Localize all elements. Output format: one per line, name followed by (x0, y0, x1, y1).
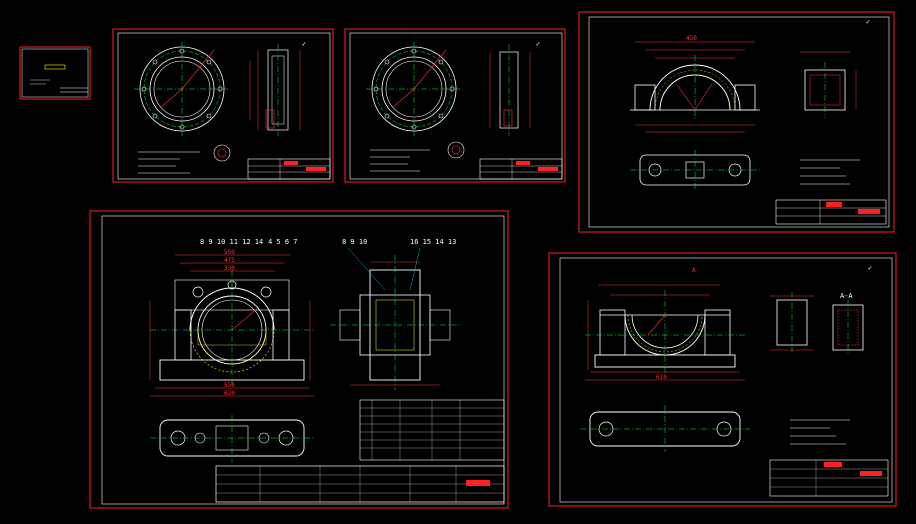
section-mark-top: A (692, 267, 696, 274)
base-top-view (580, 405, 750, 452)
cap-front-view: 450 (630, 35, 760, 133)
sheet-frame (344, 28, 566, 183)
sheet-assembly[interactable]: 8 9 10 11 12 14 4 5 6 7 8 9 10 16 15 14 … (89, 210, 509, 509)
dim-inner: 330 (224, 265, 235, 272)
svg-text:✓: ✓ (536, 40, 540, 48)
title-block (215, 465, 505, 503)
ring-front-view (366, 42, 462, 136)
svg-text:✓: ✓ (866, 18, 870, 26)
cap-top-view (630, 150, 760, 190)
thumbnail-frame (19, 46, 91, 100)
notes-block (790, 419, 850, 445)
sheet-bearing-base[interactable]: A 610 A-A (548, 252, 897, 507)
assembly-front-view: 550 475 330 550 620 (149, 249, 314, 397)
sheet-bearing-cap[interactable]: 450 (578, 11, 895, 233)
dim-bottom-1: 550 (224, 382, 235, 389)
base-front-view: 610 (585, 284, 745, 381)
sheet-thumbnail[interactable] (19, 46, 91, 100)
sheet-frame (578, 11, 895, 233)
cap-side-view (800, 51, 857, 118)
section-label: A-A (840, 292, 853, 300)
dim-mid: 475 (224, 257, 235, 264)
dim-bottom-2: 620 (224, 390, 235, 397)
notes-block (800, 159, 860, 185)
svg-text:✓: ✓ (302, 40, 306, 48)
dim-outer: 550 (224, 249, 235, 256)
dim-bottom: 610 (656, 374, 667, 381)
title-block (247, 158, 331, 180)
sheet-ring-2[interactable]: ✓ (344, 28, 566, 183)
balloons-side-left: 8 9 10 (342, 238, 367, 246)
balloons-left: 8 9 10 11 12 14 (200, 238, 263, 246)
base-section-view: A-A (832, 292, 864, 355)
ring-section-view (249, 44, 301, 136)
notes-block (138, 151, 200, 174)
notes-block (370, 149, 430, 172)
title-block (479, 158, 563, 180)
balloons-top-right: 4 5 6 7 (268, 238, 298, 246)
svg-text:✓: ✓ (868, 264, 872, 272)
assembly-top-view (150, 415, 314, 462)
sheet-ring-1[interactable]: ✓ (112, 28, 334, 183)
sheet-frame (112, 28, 334, 183)
dim-top-label: 450 (686, 35, 697, 42)
parts-list (359, 399, 505, 461)
sheet-frame (89, 210, 509, 509)
sheet-frame (548, 252, 897, 507)
base-side-view (770, 292, 814, 352)
ring-front-view (134, 42, 230, 136)
ring-section-view (489, 44, 531, 136)
balloons-side-right: 16 15 14 13 (410, 238, 456, 246)
assembly-side-view (330, 247, 460, 390)
title-block (775, 199, 887, 225)
title-block (769, 459, 889, 497)
